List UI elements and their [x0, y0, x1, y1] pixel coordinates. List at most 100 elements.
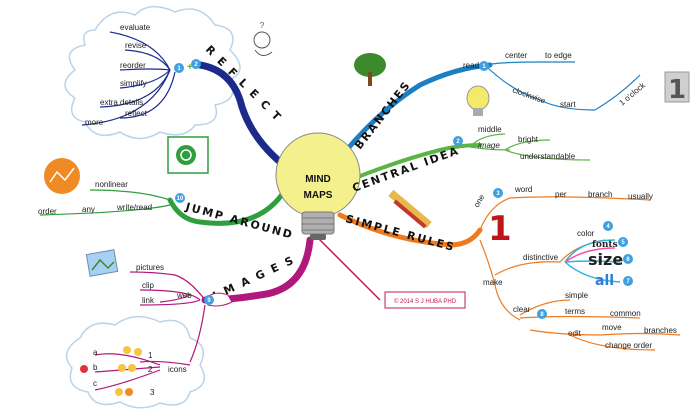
rules-item-edit: edit — [568, 329, 582, 338]
simple-rules-branch — [337, 212, 483, 248]
reflect-badge-1 — [174, 63, 184, 73]
reflect-item-simplify: simplify — [120, 79, 147, 88]
rules-item-per: per — [555, 190, 567, 199]
rules-badge-5-label: 5 — [621, 240, 625, 246]
images-item-1: 1 — [148, 351, 153, 360]
rules-item-change-order: change order — [605, 341, 652, 350]
images-item-pictures: pictures — [136, 263, 164, 272]
reflect-badge-2 — [191, 59, 201, 69]
images-item-icons: icons — [168, 365, 187, 374]
branches-badge — [479, 61, 489, 71]
branches-item-read: read — [463, 61, 479, 70]
branches-item-center: center — [505, 51, 528, 60]
rules-badge-7 — [623, 276, 633, 286]
rules-item-distinctive: distinctive — [523, 253, 559, 262]
images-item-3: 3 — [150, 388, 155, 397]
clock-digit: 1 — [668, 75, 686, 105]
reflect-item-more: more — [85, 118, 104, 127]
center-title-line2: MAPS — [304, 190, 333, 201]
reflect-badge-2-label: 2 — [194, 62, 198, 68]
copyright-tag: © 2014 S J HUBA PHD — [384, 291, 466, 309]
rules-item-all: all — [595, 273, 614, 289]
reflect-item-revise: revise — [125, 41, 147, 50]
branches-item-clockwise: clockwise — [511, 85, 547, 105]
center-title-line1: MIND — [305, 174, 331, 185]
rainbow-sublines — [564, 239, 621, 283]
digital-clock-icon: 1 — [664, 71, 690, 105]
picture-frame-icon — [85, 249, 119, 277]
rules-item-simple: simple — [565, 291, 589, 300]
central-idea-branch — [348, 143, 482, 182]
reflect-branch — [196, 61, 294, 174]
jump-chart-icon — [44, 158, 80, 194]
reflect-cloud — [64, 6, 241, 140]
rules-badge-6-label: 6 — [626, 257, 630, 263]
branches-item-1-oclock: 1 o'clock — [618, 80, 648, 107]
rules-item-usually: usually — [628, 192, 653, 201]
images-item-web: web — [176, 291, 192, 300]
images-item-clip: clip — [142, 281, 155, 290]
rules-badge-6 — [623, 254, 633, 264]
branches-item-to-edge: to edge — [545, 51, 572, 60]
emoji-icon-4 — [125, 388, 133, 396]
jump-sublines — [39, 189, 171, 216]
jump-badge-label: 10 — [177, 196, 184, 202]
branches-badge-label: 1 — [482, 64, 486, 70]
jump-item-any: any — [82, 205, 95, 214]
rules-badge-3 — [493, 188, 503, 198]
images-item-link: link — [142, 296, 155, 305]
central-idea-title: CENTRAL IDEA — [351, 144, 462, 195]
images-item-a: a — [93, 348, 98, 357]
jump-around-branch — [167, 187, 288, 226]
ruler-pencil-icon — [388, 189, 432, 229]
plus-icon: + — [187, 62, 193, 73]
central-sublines — [469, 133, 591, 161]
reflect-item-reorder: reorder — [120, 61, 146, 70]
refresh-head-icon — [167, 136, 209, 174]
simple-rules-title: SIMPLE RULES — [344, 212, 457, 254]
rules-item-color: color — [577, 229, 595, 238]
rules-badge-4-label: 4 — [606, 224, 610, 230]
copyright-text: © 2014 S J HUBA PHD — [394, 298, 457, 305]
tree-icon — [354, 53, 386, 86]
jump-badge — [175, 193, 185, 203]
lightbulb-icon — [466, 85, 490, 116]
emoji-icon-2 — [128, 364, 136, 372]
rules-digit-one: 1 — [488, 209, 512, 249]
reflect-sublines — [81, 31, 176, 126]
rules-item-common: common — [610, 309, 641, 318]
jump-item-write-read: write/read — [116, 203, 152, 212]
rules-item-branch: branch — [588, 190, 612, 199]
rules-item-size: size — [588, 250, 623, 269]
thinking-person-icon: ? — [253, 21, 273, 56]
reflect-item-reflect: reflect — [125, 109, 148, 118]
jump-item-nonlinear: nonlinear — [95, 180, 128, 189]
branches-branch — [342, 62, 493, 155]
central-item-understandable: understandable — [520, 152, 576, 161]
rules-badge-8-label: 8 — [540, 312, 544, 318]
reflect-item-evaluate: evaluate — [120, 23, 151, 32]
emoji-icon-3 — [115, 388, 123, 396]
central-badge-label: 2 — [456, 139, 460, 145]
rules-item-terms: terms — [565, 307, 585, 316]
images-badge — [204, 295, 214, 305]
central-badge — [453, 136, 463, 146]
rules-item-make: make — [483, 278, 503, 287]
rules-badge-5 — [618, 237, 628, 247]
rules-badge-7-label: 7 — [626, 279, 630, 285]
reflect-item-extra-details: extra details — [100, 98, 143, 107]
images-item-b: b — [93, 363, 98, 372]
jump-item-order: order — [38, 207, 57, 216]
icons-cloud — [65, 316, 205, 409]
rules-item-branches: branches — [644, 326, 677, 335]
central-item-middle: middle — [478, 125, 502, 134]
images-item-2: 2 — [148, 365, 153, 374]
rules-item-move: move — [602, 323, 622, 332]
reflect-badge-1-label: 1 — [177, 66, 181, 72]
rules-item-word: word — [514, 185, 532, 194]
rules-badge-3-label: 3 — [496, 191, 500, 197]
images-item-c: c — [93, 379, 97, 388]
rules-item-clear: clear — [513, 305, 531, 314]
